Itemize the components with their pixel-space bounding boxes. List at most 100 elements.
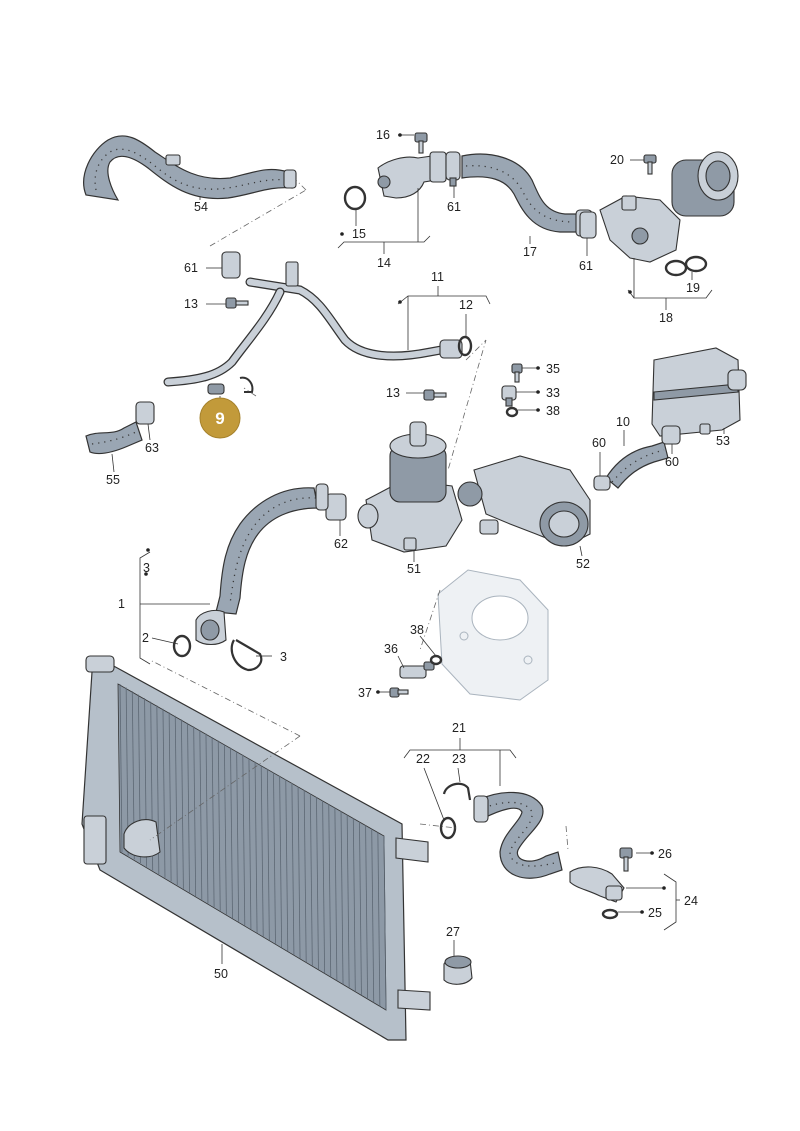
label-53: 53 [716,434,730,448]
label-15: 15 [352,227,366,241]
o-ring-25 [601,908,619,920]
radiator-fin [279,775,283,948]
o-ring-2 [172,634,192,658]
radiator-fin [211,737,215,908]
hose-54 [83,135,297,201]
o-ring-38-top [505,406,519,418]
label-23: 23 [452,752,466,766]
label-25: 25 [648,906,662,920]
label-1: 1 [118,597,125,611]
radiator-fin [230,747,233,919]
label-19: 19 [686,281,700,295]
label-14: 14 [377,256,391,270]
label-3-top: 3 [143,561,150,575]
label-24: 24 [684,894,698,908]
coolant-pipe-14 [377,151,447,199]
label-51: 51 [407,562,421,576]
o-ring-12 [457,335,473,357]
label-33: 33 [546,386,560,400]
radiator-fin [309,793,313,966]
label-16: 16 [376,128,390,142]
radiator-fin [291,782,295,955]
radiator-fin [316,797,319,970]
label-61-mid: 61 [184,261,198,275]
label-50: 50 [214,967,228,981]
radiator-fin [359,821,362,996]
radiator-fin [119,683,123,853]
radiator-fin [371,828,375,1003]
label-37: 37 [358,686,372,700]
radiator-fin [199,729,203,900]
label-10: 10 [616,415,630,429]
clamp-62 [325,493,347,521]
label-20: 20 [610,153,624,167]
o-ring-15 [343,185,367,211]
label-22: 22 [416,752,430,766]
radiator-fin [297,786,301,959]
label-13-left: 13 [184,297,198,311]
bolt-20 [643,154,657,175]
radiator-fin [168,712,172,882]
label-61-right: 61 [579,259,593,273]
clamp-63 [135,401,155,425]
bolt-37 [389,687,409,698]
label-35: 35 [546,362,560,376]
label-12: 12 [459,298,473,312]
radiator-fin [248,758,252,930]
hose-1 [215,483,329,615]
clamp-60-left [593,475,611,491]
label-18: 18 [659,311,673,325]
bolt-13-right [423,389,447,401]
sensor-35 [511,363,523,383]
o-ring-22 [439,816,457,840]
radiator-fin [352,818,356,992]
label-63: 63 [145,441,159,455]
radiator-fin [242,754,246,926]
radiator-fin [187,722,190,893]
part-labels: 54 16 61 20 15 14 17 61 19 18 61 11 12 1… [106,128,730,981]
label-60-right: 60 [665,455,679,469]
radiator-fin [334,807,338,981]
label-17: 17 [523,245,537,259]
label-21: 21 [452,721,466,735]
highlight-badge-label[interactable]: 9 [215,409,224,428]
radiator-fin [383,835,387,1011]
label-38-top: 38 [546,404,560,418]
bolt-16 [414,132,428,154]
radiator-fin [346,814,350,988]
hose-10 [605,441,669,489]
hose-21 [473,791,563,879]
label-2: 2 [142,631,149,645]
pipe-24 [569,866,625,903]
part-9-fitting [207,376,254,395]
oil-filter-housing-51 [357,421,463,553]
label-36: 36 [384,642,398,656]
connector-1 [195,609,227,646]
seals-19 [664,255,708,277]
label-62: 62 [334,537,348,551]
clamp-61-mid [221,251,241,279]
radiator-fin [377,832,381,1007]
radiator-fin [180,719,184,889]
leader-lines [111,133,725,964]
radiator-fin [254,761,258,933]
clamp-61-right [579,211,597,239]
radiator-50 [81,655,431,1041]
highlight-badge[interactable]: 9 [199,397,241,439]
clamp-60-right [661,425,681,445]
radiator-fin [205,733,209,904]
label-52: 52 [576,557,590,571]
radiator-fin [223,744,227,915]
radiator-fin [236,751,240,922]
sensor-36 [399,661,435,679]
radiator-fin [322,800,326,974]
radiator-fin [328,804,332,977]
highlight-badge-circle[interactable] [199,397,241,439]
label-54: 54 [194,200,208,214]
clip-3 [230,639,263,672]
radiator-fin [174,715,178,886]
radiator-fin [273,772,276,944]
radiator-fin [266,768,270,941]
hose-55 [85,421,143,455]
